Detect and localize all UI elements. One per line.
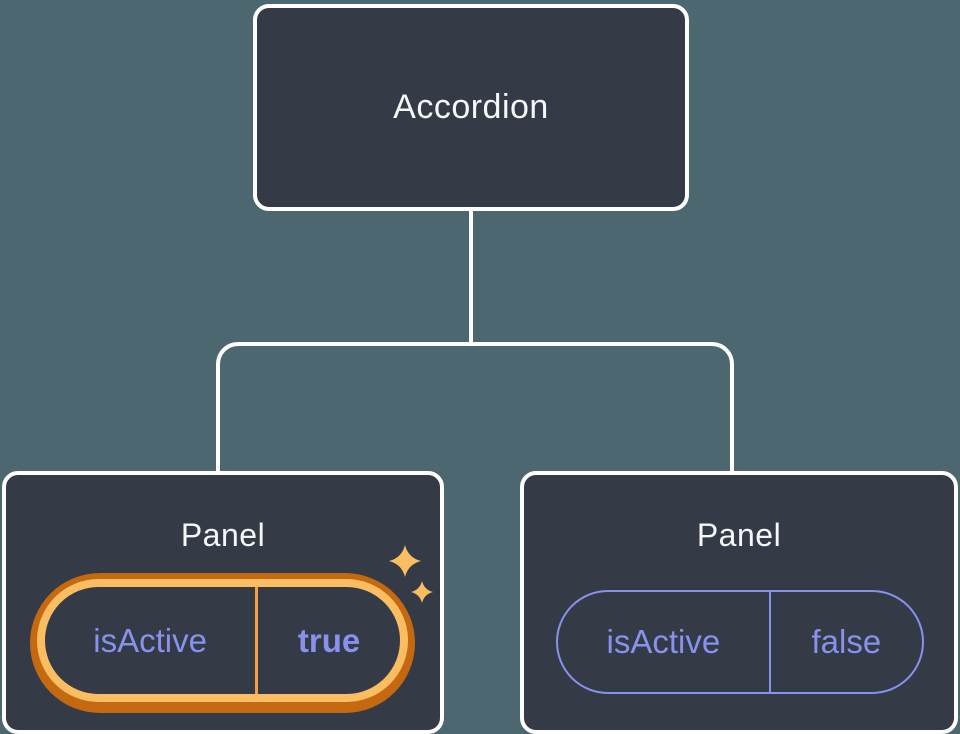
accordion-node-label: Accordion xyxy=(393,88,549,126)
state-key-label: isActive xyxy=(606,623,721,660)
state-pill-divider xyxy=(255,587,259,694)
state-pill-active-inner: isActive true xyxy=(37,579,408,702)
state-pill-inactive: isActive false xyxy=(556,590,924,694)
panel-node-label: Panel xyxy=(180,517,266,553)
state-value-label: false xyxy=(811,623,882,660)
state-value-label: true xyxy=(297,621,361,659)
panel-node-label: Panel xyxy=(696,517,782,553)
tree-stem-connector xyxy=(469,211,473,346)
accordion-node: Accordion xyxy=(253,4,689,211)
tree-branch-connector xyxy=(216,342,734,471)
state-key-label: isActive xyxy=(93,621,207,659)
panel-node-inactive: Panel isActive false xyxy=(520,471,958,734)
panel-node-active: Panel isActive true xyxy=(2,471,444,734)
state-pill-divider xyxy=(768,592,771,692)
sparkle-icon xyxy=(389,545,433,603)
state-pill-active: isActive true xyxy=(30,573,415,713)
